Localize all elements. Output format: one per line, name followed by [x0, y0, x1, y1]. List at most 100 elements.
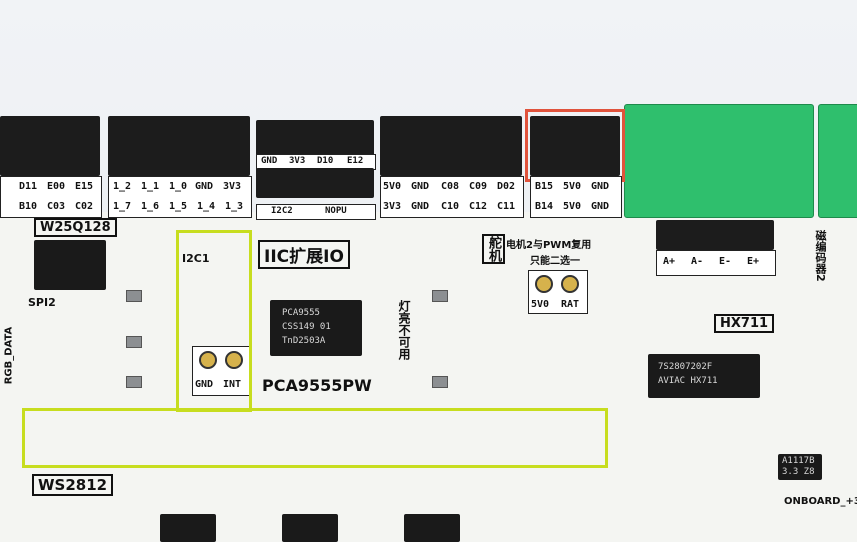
- spi2-label: SPI2: [28, 296, 56, 309]
- header-4-labels: 5V0 GND C08 C09 D02 3V3 GND C10 C12 C11: [380, 176, 524, 218]
- h4-top-0: 5V0: [383, 181, 402, 192]
- rat-label: RAT: [561, 299, 580, 310]
- pca-chip-line-1: CSS149 01: [282, 322, 331, 332]
- ws2812-label: WS2812: [32, 474, 114, 496]
- onboard-label: ONBOARD_+3: [784, 496, 857, 507]
- h2-top-4: 3V3: [223, 181, 242, 192]
- yellow-outline-left: [176, 230, 252, 412]
- hx711-label: HX711: [714, 314, 775, 333]
- h1-bot-2: C02: [75, 201, 94, 212]
- h4-top-3: C09: [469, 181, 488, 192]
- motor-note-2: 只能二选一: [530, 256, 580, 267]
- h3-tag-1: NOPU: [325, 206, 347, 216]
- h2-top-0: 1_2: [113, 181, 132, 192]
- led-module: [404, 514, 460, 542]
- flash-chip: [34, 240, 106, 290]
- header-2: [108, 116, 250, 176]
- h2-bot-2: 1_5: [169, 201, 188, 212]
- h1-top-2: E15: [75, 181, 94, 192]
- header-5-labels: B15 5V0 GND B14 5V0 GND: [530, 176, 622, 218]
- regulator-chip: A1117B 3.3 Z8: [778, 454, 822, 480]
- side-label: 磁编码器2: [814, 230, 827, 282]
- h2-bot-0: 1_7: [113, 201, 132, 212]
- pca-chip-line-0: PCA9555: [282, 308, 320, 318]
- motor-note-1: 电机2与PWM复用: [506, 240, 592, 251]
- h4-bot-0: 3V3: [383, 201, 402, 212]
- v5-rat-box: 5V0 RAT: [528, 270, 588, 314]
- header-5: [530, 116, 620, 176]
- hx-chip-line-0: 7S2807202F: [658, 362, 713, 372]
- pca-chip-line-2: TnD2503A: [282, 336, 326, 346]
- terminal-block-2: [818, 104, 857, 218]
- hx-header-labels: A+ A- E- E+: [656, 250, 776, 276]
- header-4: [380, 116, 522, 176]
- capacitor: [126, 290, 142, 302]
- hx-header: [656, 220, 774, 250]
- pca9555-chip: PCA9555 CSS149 01 TnD2503A: [270, 300, 362, 356]
- h5-bot-1: 5V0: [563, 201, 582, 212]
- hx-2: E-: [719, 256, 732, 267]
- hx-chip-line-1: AVIAC HX711: [658, 376, 718, 386]
- h5-bot-2: GND: [591, 201, 610, 212]
- rgb-data-label: RGB_DATA: [3, 326, 15, 385]
- h4-top-4: D02: [497, 181, 516, 192]
- hx-3: E+: [747, 256, 760, 267]
- h4-bot-1: GND: [411, 201, 430, 212]
- h5-top-1: 5V0: [563, 181, 582, 192]
- capacitor: [126, 376, 142, 388]
- h2-bot-4: 1_3: [225, 201, 244, 212]
- i2c1-label: I2C1: [182, 252, 210, 265]
- w25q128-label: W25Q128: [34, 218, 117, 237]
- header-3-tags: I2C2 NOPU: [256, 204, 376, 220]
- h1-bot-1: C03: [47, 201, 66, 212]
- rat-pad: [561, 275, 579, 293]
- servo-label: 舵机: [482, 234, 505, 264]
- hx-0: A+: [663, 256, 676, 267]
- header-1: [0, 116, 100, 176]
- int-pad: [225, 351, 243, 369]
- h5-top-0: B15: [535, 181, 554, 192]
- capacitor: [432, 290, 448, 302]
- h1-top-1: E00: [47, 181, 66, 192]
- h4-top-2: C08: [441, 181, 460, 192]
- h4-bot-3: C12: [469, 201, 488, 212]
- capacitor: [432, 376, 448, 388]
- led-module: [160, 514, 216, 542]
- pca9555pw-label: PCA9555PW: [262, 376, 372, 395]
- light-note: 灯亮不可用: [397, 300, 411, 360]
- capacitor: [126, 336, 142, 348]
- iic-expand-label: IIC扩展IO: [258, 240, 350, 269]
- reg-chip-line-1: 3.3 Z8: [782, 467, 815, 477]
- h3-top-1: 3V3: [289, 156, 306, 166]
- reg-chip-line-0: A1117B: [782, 456, 815, 466]
- header-3-labels: GND 3V3 D10 E12: [256, 154, 376, 170]
- h4-top-1: GND: [411, 181, 430, 192]
- h3-tag-0: I2C2: [271, 206, 293, 216]
- v5-pad: [535, 275, 553, 293]
- header-3-lower: [256, 168, 374, 198]
- terminal-block-1: [624, 104, 814, 218]
- hx711-chip: 7S2807202F AVIAC HX711: [648, 354, 760, 398]
- h4-bot-2: C10: [441, 201, 460, 212]
- h2-top-2: 1_0: [169, 181, 188, 192]
- int-label: INT: [223, 379, 242, 390]
- highlight-box: [525, 109, 625, 182]
- h2-top-1: 1_1: [141, 181, 160, 192]
- v5-label: 5V0: [531, 299, 550, 310]
- yellow-outline-bottom: [22, 408, 608, 468]
- gnd-int-box: GND INT: [192, 346, 252, 396]
- h5-bot-0: B14: [535, 201, 554, 212]
- h1-top-0: D11: [19, 181, 38, 192]
- h4-bot-4: C11: [497, 201, 516, 212]
- header-2-labels: 1_2 1_1 1_0 GND 3V3 1_7 1_6 1_5 1_4 1_3: [108, 176, 252, 218]
- h2-bot-3: 1_4: [197, 201, 216, 212]
- h2-top-3: GND: [195, 181, 214, 192]
- h2-bot-1: 1_6: [141, 201, 160, 212]
- h3-top-3: E12: [347, 156, 364, 166]
- header-1-labels: D11 E00 E15 B10 C03 C02: [0, 176, 102, 218]
- gnd-label: GND: [195, 379, 214, 390]
- hx-1: A-: [691, 256, 704, 267]
- h1-bot-0: B10: [19, 201, 38, 212]
- h3-top-2: D10: [317, 156, 334, 166]
- h3-top-0: GND: [261, 156, 278, 166]
